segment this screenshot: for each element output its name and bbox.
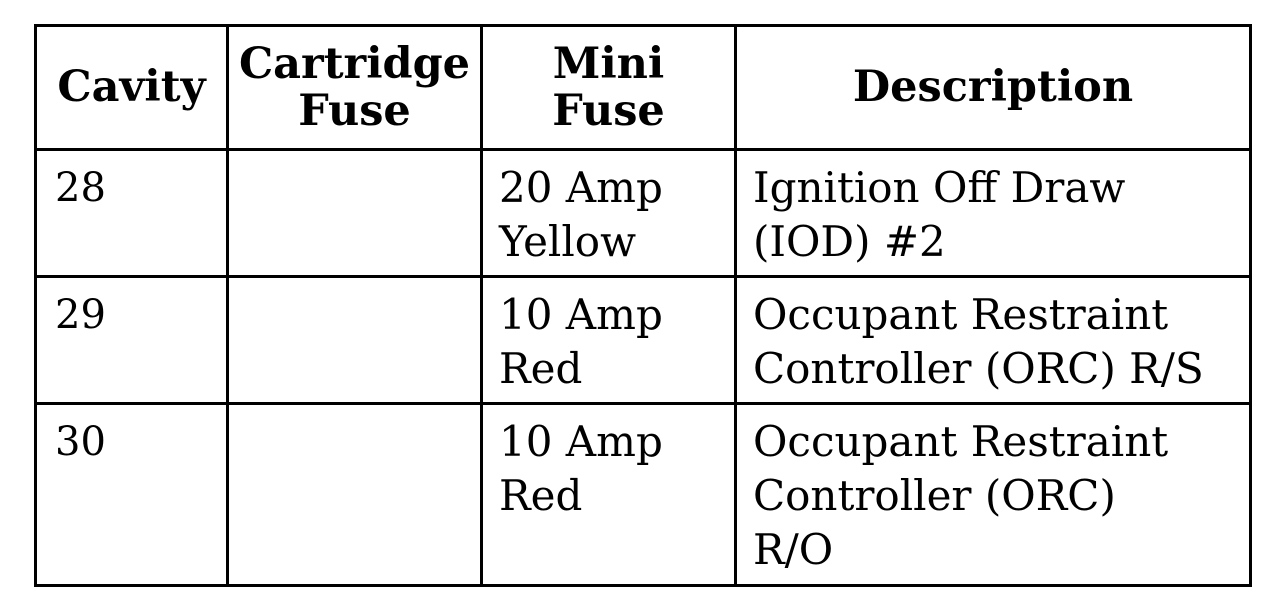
cartridge-fuse-cell: [226, 275, 483, 405]
description-cell: Occupant Restraint Controller (ORC) R/O: [734, 402, 1252, 587]
header-cartridge-fuse: Cartridge Fuse: [226, 24, 483, 151]
mini-fuse-cell: 20 Amp Yellow: [480, 148, 737, 278]
header-description: Description: [734, 24, 1252, 151]
table-row: 29 10 Amp Red Occupant Restraint Control…: [34, 275, 1252, 405]
mini-fuse-cell: 10 Amp Red: [480, 402, 737, 587]
cavity-cell: 30: [34, 402, 229, 587]
mini-fuse-cell: 10 Amp Red: [480, 275, 737, 405]
header-mini-fuse: Mini Fuse: [480, 24, 737, 151]
description-cell: Occupant Restraint Controller (ORC) R/S: [734, 275, 1252, 405]
description-cell: Ignition Off Draw (IOD) #2: [734, 148, 1252, 278]
table-row: 30 10 Amp Red Occupant Restraint Control…: [34, 402, 1252, 587]
cavity-cell: 28: [34, 148, 229, 278]
header-cavity: Cavity: [34, 24, 229, 151]
cavity-cell: 29: [34, 275, 229, 405]
cartridge-fuse-cell: [226, 148, 483, 278]
table-row: 28 20 Amp Yellow Ignition Off Draw (IOD)…: [34, 148, 1252, 278]
fuse-table: Cavity Cartridge Fuse Mini Fuse Descript…: [34, 24, 1252, 587]
cartridge-fuse-cell: [226, 402, 483, 587]
table-header-row: Cavity Cartridge Fuse Mini Fuse Descript…: [34, 24, 1252, 151]
